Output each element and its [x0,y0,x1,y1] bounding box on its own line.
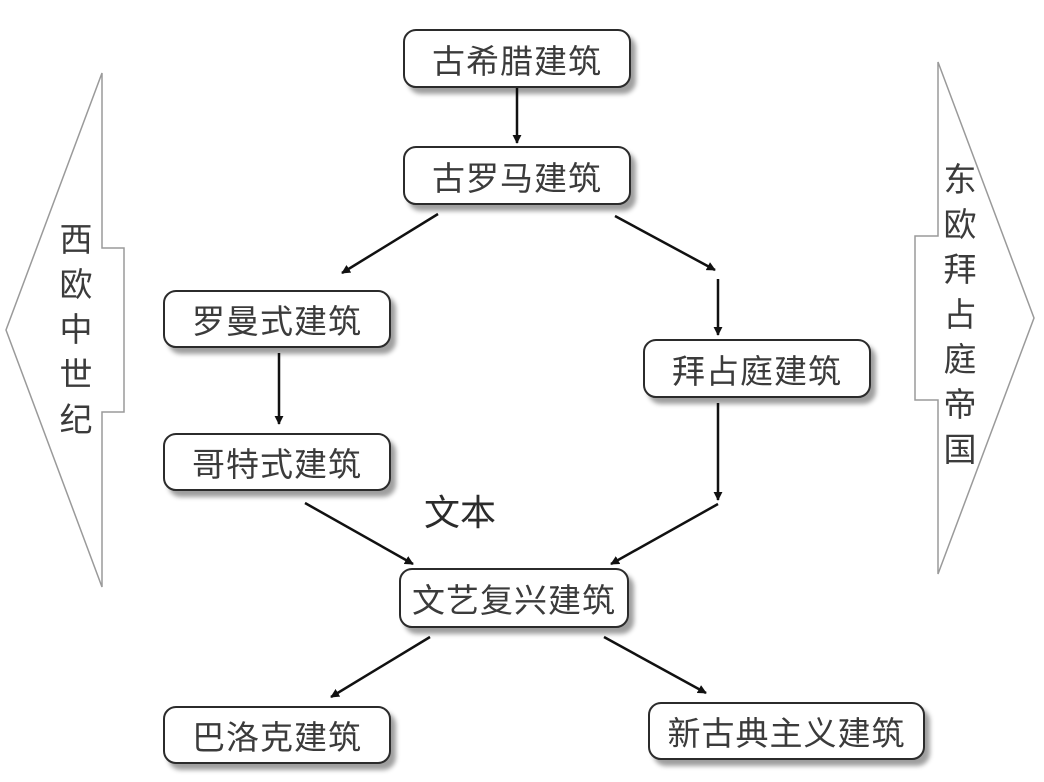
node-renaissance: 文艺复兴建筑 [399,568,629,628]
left-label-char: 中 [59,310,93,349]
left-label-char: 西 [59,220,93,259]
node-ancient-greek: 古希腊建筑 [403,29,631,88]
left-label-char: 世 [59,355,93,394]
right-label-char: 拜 [943,250,977,289]
right-arrow-label: 东 欧 拜 占 庭 帝 国 [940,157,980,472]
node-byzantine: 拜占庭建筑 [643,339,871,398]
right-label-char: 占 [943,295,977,334]
right-label-char: 东 [943,160,977,199]
arrow-gothic-to-renaissance [304,501,414,566]
right-block-arrow [914,61,1035,575]
left-arrow-label: 西 欧 中 世 纪 [56,217,96,442]
right-label-char: 庭 [943,340,977,379]
left-label-char: 纪 [59,400,93,439]
arrow-renaissance-to-baroque [330,635,431,699]
right-label-char: 欧 [943,205,977,244]
node-gothic: 哥特式建筑 [163,433,391,491]
arrow-roman-to-byzantine-a [614,214,716,272]
placeholder-text: 文本 [424,493,497,534]
node-ancient-roman: 古罗马建筑 [403,146,631,205]
arrow-renaissance-to-neoclassical [603,635,707,695]
right-label-char: 帝 [943,385,977,424]
node-neoclassical: 新古典主义建筑 [648,702,925,760]
left-label-char: 欧 [59,265,93,304]
node-romanesque: 罗曼式建筑 [163,290,391,348]
arrow-byzantine-to-renaissance [610,502,719,566]
right-label-char: 国 [943,430,977,469]
arrow-roman-to-romanesque [341,212,439,275]
left-block-arrow [5,72,125,588]
node-baroque: 巴洛克建筑 [163,706,391,764]
